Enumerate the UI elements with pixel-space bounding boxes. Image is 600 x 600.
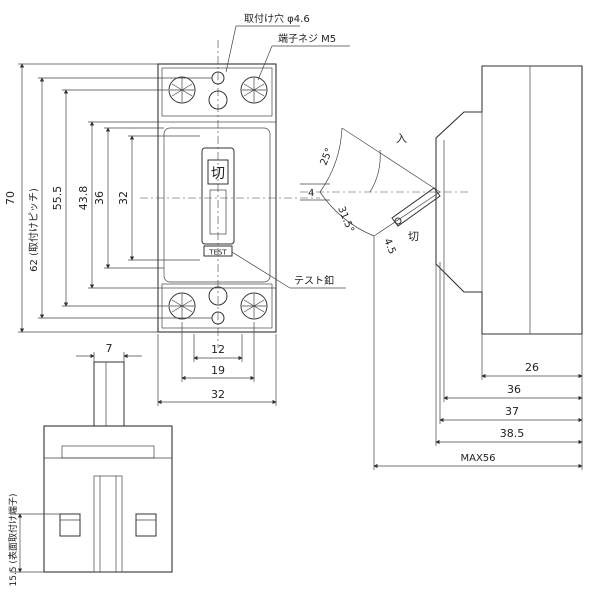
side-handle: [300, 127, 470, 237]
dim-height-70: 70: [4, 191, 17, 205]
terminal-left-bottom-view: [59, 513, 81, 537]
dim-15-5: 15.5 (表面取付け端子): [7, 494, 19, 587]
depth-37: 37: [505, 405, 519, 418]
callout-terminal-screw: 端子ネジ M5: [278, 32, 336, 45]
depth-max56: MAX56: [460, 453, 495, 464]
depth-26: 26: [525, 361, 539, 374]
terminal-right-bottom-view: [135, 513, 157, 537]
dim-55-5: 55.5: [51, 186, 64, 211]
front-panel: [157, 121, 277, 289]
side-depth-dimensions: 26 36 37 38.5 MAX56: [373, 236, 583, 470]
front-panel-inner: [163, 127, 271, 283]
front-callouts: 取付け穴 φ4.6 端子ネジ M5 テスト釦: [225, 12, 350, 289]
front-view: 切 TEST 70: [4, 12, 350, 406]
dim-36: 36: [93, 191, 106, 205]
dim-7: 7: [106, 342, 113, 355]
terminal-screw-left-top: [168, 76, 196, 104]
depth-38-5: 38.5: [500, 427, 525, 440]
label-off: 切: [408, 230, 419, 243]
angle-upper: 25°: [319, 147, 336, 168]
dim-32-vertical: 32: [117, 191, 130, 205]
side-dim-offset: 4: [308, 188, 314, 199]
callout-test-button: テスト釦: [294, 274, 334, 287]
front-horizontal-dimensions: 12 19 32: [157, 322, 277, 406]
terminal-screw-right-bottom: [240, 292, 268, 320]
dim-32-horizontal: 32: [211, 388, 225, 401]
callout-mount-hole: 取付け穴 φ4.6: [244, 12, 310, 25]
breaker-body-bottom: [43, 425, 173, 573]
terminal-screw-left-bottom: [168, 292, 196, 320]
label-on: 入: [396, 132, 407, 145]
dim-19: 19: [211, 364, 225, 377]
dim-43-8: 43.8: [77, 186, 90, 211]
handle-stub: [93, 361, 125, 427]
dim-12: 12: [211, 343, 225, 356]
dim-handle: 4.5: [381, 237, 397, 256]
breaker-body-side: [435, 65, 583, 335]
depth-36: 36: [507, 383, 521, 396]
dim-mount-pitch: 62 (取付けピッチ): [27, 188, 40, 272]
angle-lower: 31.5°: [335, 205, 355, 234]
terminal-screw-right-top: [240, 76, 268, 104]
side-view: 4 25° 31.5° 4.5 入 切 26 36 37 38.5 MAX56: [300, 65, 583, 470]
bottom-view: 7 15.5 (表面取付け端子): [7, 342, 173, 587]
front-vertical-dimensions: 70 62 (取付けピッチ) 55.5 43.8 36 32: [4, 63, 212, 333]
